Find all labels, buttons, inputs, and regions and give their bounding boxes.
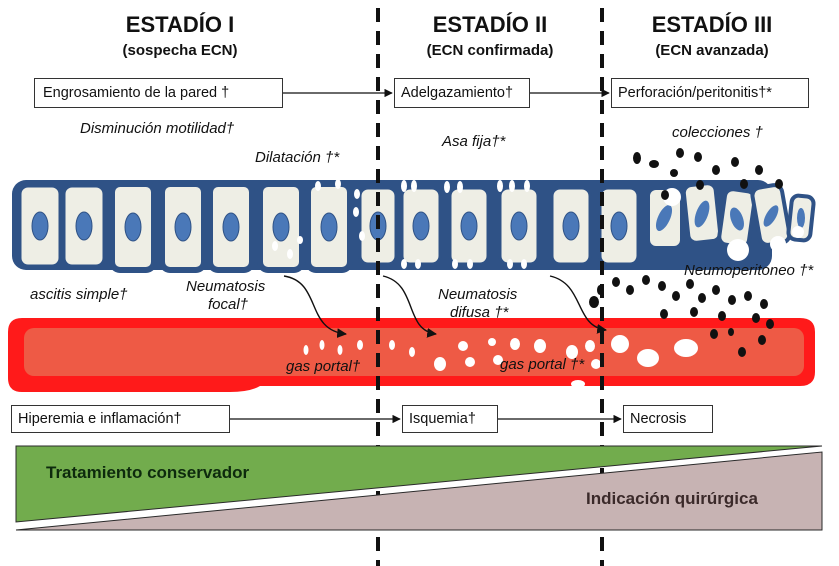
- box-engrosamiento: Engrosamiento de la pared †: [34, 78, 283, 108]
- box-isquemia: Isquemia†: [402, 405, 498, 433]
- portal-vessel: [8, 318, 815, 392]
- intestine-wall: [12, 179, 816, 273]
- label-colecciones: colecciones †: [672, 124, 763, 141]
- cell-nucleus: [460, 211, 478, 241]
- surgical-triangle: [15, 451, 823, 531]
- cell-nucleus: [510, 211, 528, 241]
- cell-nucleus: [562, 211, 580, 241]
- stage-2-title: ESTADÍO II: [432, 12, 548, 37]
- cell-nucleus: [31, 211, 49, 241]
- cell-nucleus: [174, 212, 192, 242]
- label-ascitis: ascitis simple†: [30, 286, 128, 303]
- cell-nucleus: [412, 211, 430, 241]
- curved-arrow-difusa: [382, 275, 437, 338]
- cell-nucleus: [272, 212, 290, 242]
- portal-gas-bubbles: [303, 335, 698, 388]
- stage-2-subtitle: (ECN confirmada): [426, 42, 554, 59]
- cell-nucleus: [75, 211, 93, 241]
- box-necrosis: Necrosis: [623, 405, 713, 433]
- stage-1-subtitle: (sospecha ECN): [122, 42, 238, 59]
- label-motilidad: Disminución motilidad†: [80, 120, 235, 137]
- label-gas-portal-1: gas portal†: [286, 358, 361, 375]
- label-indicacion-quirurgica: Indicación quirúrgica: [586, 489, 758, 508]
- label-neumatosis-focal-1: Neumatosis: [186, 278, 266, 295]
- cell-nucleus: [124, 212, 142, 242]
- curved-arrow-focal: [283, 275, 347, 339]
- box-hiperemia: Hiperemia e inflamación†: [11, 405, 230, 433]
- stage-1-title: ESTADÍO I: [125, 12, 235, 37]
- stage-3-title: ESTADÍO III: [651, 12, 773, 37]
- label-neumatosis-difusa-1: Neumatosis: [438, 286, 518, 303]
- label-neumoperitoneo: Neumoperitoneo †*: [684, 262, 814, 279]
- wall-gas-bubbles: [272, 179, 530, 269]
- label-neumatosis-focal-2: focal†: [208, 296, 249, 313]
- label-asa-fija: Asa fija†*: [442, 133, 506, 150]
- cell-nucleus: [320, 212, 338, 242]
- perforated-cells: [646, 181, 816, 261]
- cell-nucleus: [222, 212, 240, 242]
- box-perforacion: Perforación/peritonitis†*: [611, 78, 809, 108]
- label-gas-portal-2: gas portal †*: [500, 356, 585, 373]
- stage-3-subtitle: (ECN avanzada): [655, 42, 769, 59]
- free-gas-dots: [589, 148, 783, 357]
- label-neumatosis-difusa-2: difusa †*: [450, 304, 509, 321]
- curved-arrow-stage3: [549, 275, 607, 334]
- box-adelgazamiento: Adelgazamiento†: [394, 78, 530, 108]
- label-dilatacion: Dilatación †*: [255, 149, 340, 166]
- label-tratamiento-conservador: Tratamiento conservador: [46, 463, 250, 482]
- conservative-triangle: [15, 445, 823, 523]
- cell-nucleus: [610, 211, 628, 241]
